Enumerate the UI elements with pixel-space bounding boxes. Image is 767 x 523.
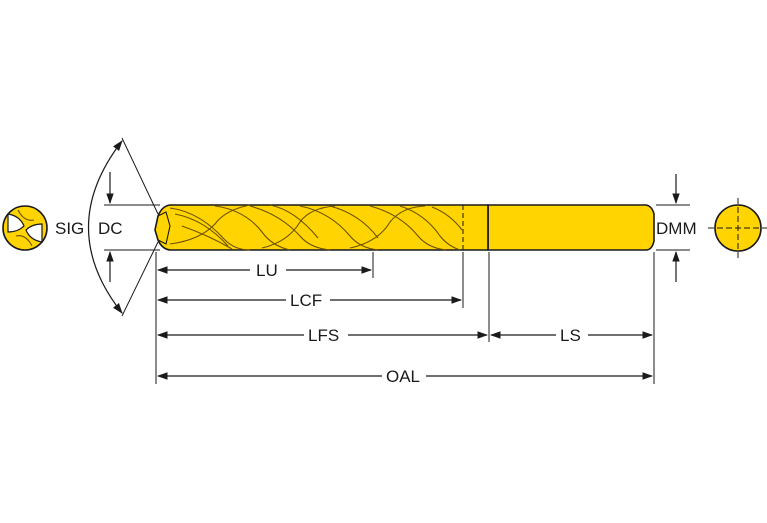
oal-label: OAL	[386, 367, 420, 386]
end-view-shank-icon	[708, 198, 767, 258]
sig-label: SIG	[55, 219, 84, 238]
drill-body	[154, 204, 655, 251]
dmm-dimension	[656, 174, 690, 282]
lu-label: LU	[256, 261, 278, 280]
dc-label: DC	[98, 219, 123, 238]
length-extension-lines	[155, 252, 655, 384]
lcf-label: LCF	[290, 291, 322, 310]
dmm-label: DMM	[656, 219, 697, 238]
dc-dimension	[104, 172, 160, 282]
end-view-tip-icon	[2, 205, 48, 251]
lfs-label: LFS	[308, 326, 339, 345]
ls-label: LS	[560, 326, 581, 345]
flute-spirals	[169, 204, 463, 251]
sig-angle-dimension	[88, 137, 159, 317]
